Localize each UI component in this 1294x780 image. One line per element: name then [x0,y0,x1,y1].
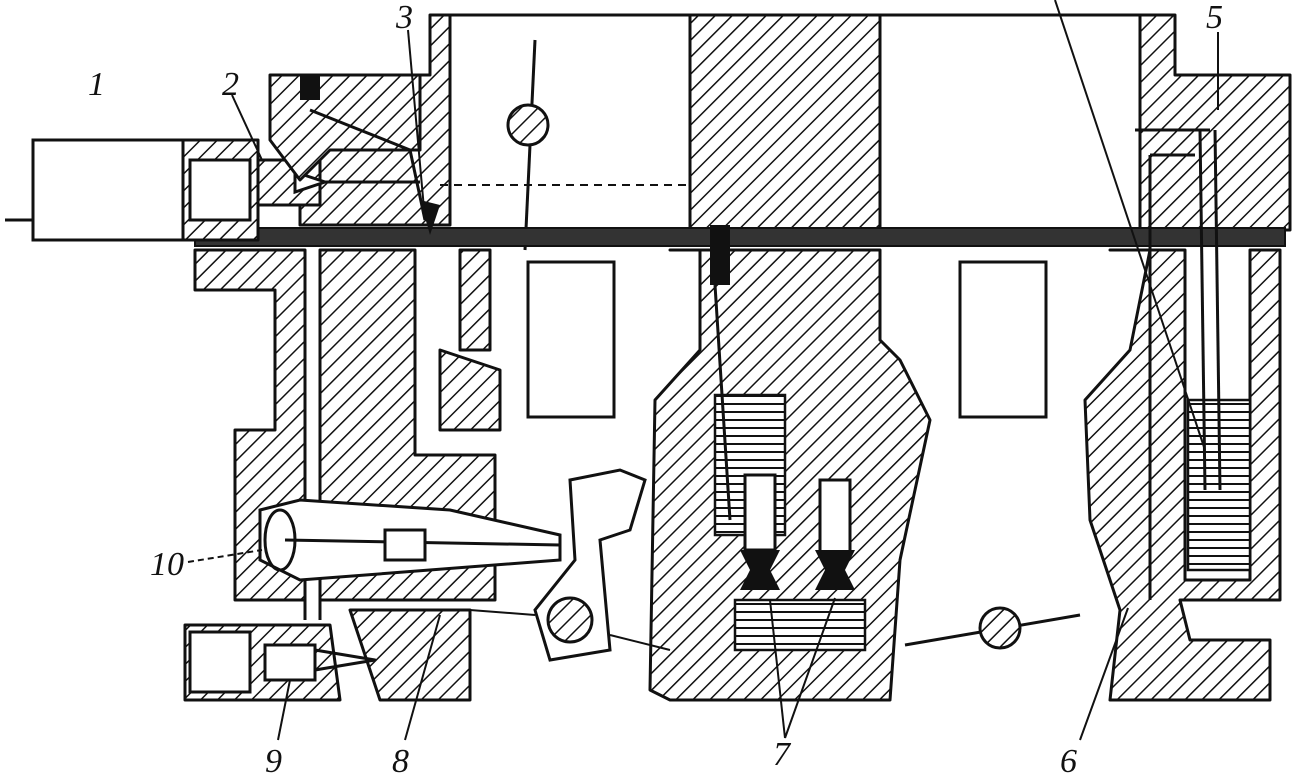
gasket [194,227,1286,247]
callout-labels: 1 2 3 5 6 7 8 9 10 [88,0,1223,780]
callout-9: 9 [265,743,282,780]
callout-7: 7 [773,736,792,773]
idle-jet-block [268,73,440,235]
emulsion-tubes [710,129,1222,521]
leader-lines [187,0,1219,741]
callout-3: 3 [395,0,413,36]
callout-10: 10 [150,546,184,583]
throttle-valve [904,606,1081,650]
upper-cover [298,13,1292,232]
venturi-windows [526,260,1048,419]
callout-5: 5 [1206,0,1223,36]
discharge-nozzle [188,630,377,694]
callout-6: 6 [1060,743,1077,780]
air-bleed-tube [1135,128,1210,600]
callout-2: 2 [222,66,239,103]
callout-1: 1 [88,66,105,103]
air-choke-valve [506,39,550,251]
pump-lever [469,468,671,662]
accelerator-pump [258,498,562,582]
callout-8: 8 [392,743,409,780]
main-jets [740,473,855,590]
